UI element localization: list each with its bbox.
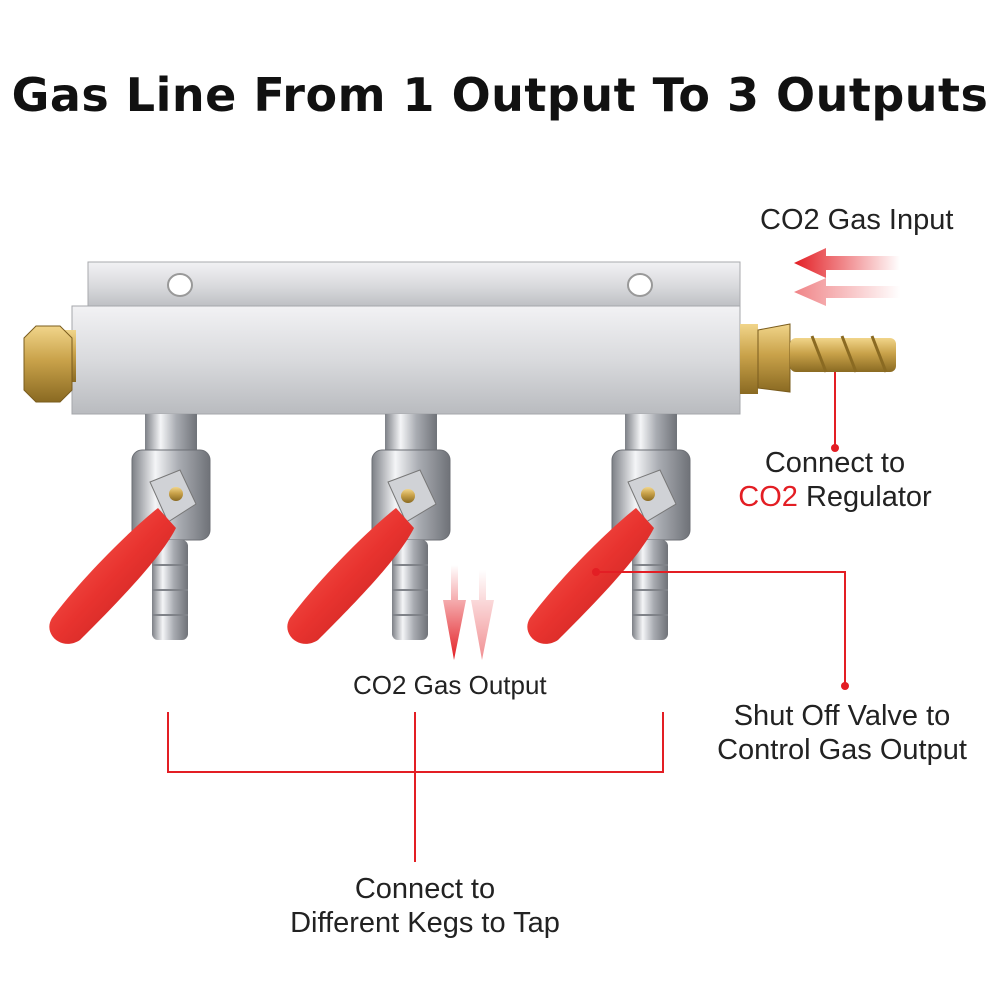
valve-3 bbox=[527, 414, 691, 644]
gas-output-label: CO2 Gas Output bbox=[353, 670, 547, 700]
valve-2 bbox=[287, 414, 451, 644]
regulator-label-rest: Regulator bbox=[797, 481, 932, 513]
kegs-label-line2: Different Kegs to Tap bbox=[290, 907, 560, 939]
shutoff-label-line2: Control Gas Output bbox=[717, 734, 967, 766]
brass-barb-inlet bbox=[740, 323, 896, 394]
shutoff-callout-origin bbox=[592, 568, 600, 576]
kegs-label-line1: Connect to bbox=[354, 873, 496, 905]
manifold-body bbox=[71, 305, 741, 415]
regulator-label-co2: CO2 bbox=[738, 481, 798, 513]
kegs-label: Connect to Different Kegs to Tap bbox=[245, 872, 605, 940]
shutoff-callout-dot bbox=[841, 682, 849, 690]
shutoff-callout-line bbox=[596, 571, 846, 686]
valve-1 bbox=[49, 414, 211, 644]
regulator-label: Connect to CO2 Regulator bbox=[720, 446, 950, 514]
gas-output-arrows bbox=[443, 565, 494, 660]
gas-input-arrows bbox=[794, 248, 900, 306]
regulator-callout-dot bbox=[831, 444, 839, 452]
regulator-label-line1: Connect to bbox=[764, 447, 906, 479]
mounting-hole-left bbox=[167, 273, 193, 297]
shutoff-label-line1: Shut Off Valve to bbox=[733, 700, 951, 732]
regulator-label-line2: CO2 Regulator bbox=[720, 480, 950, 514]
kegs-bracket bbox=[167, 712, 664, 862]
page-title: Gas Line From 1 Output To 3 Outputs bbox=[11, 68, 989, 122]
gas-input-label: CO2 Gas Input bbox=[760, 204, 954, 236]
mounting-flange bbox=[87, 261, 741, 311]
shutoff-label: Shut Off Valve to Control Gas Output bbox=[694, 699, 990, 767]
left-brass-plug bbox=[23, 325, 76, 403]
mounting-hole-right bbox=[627, 273, 653, 297]
